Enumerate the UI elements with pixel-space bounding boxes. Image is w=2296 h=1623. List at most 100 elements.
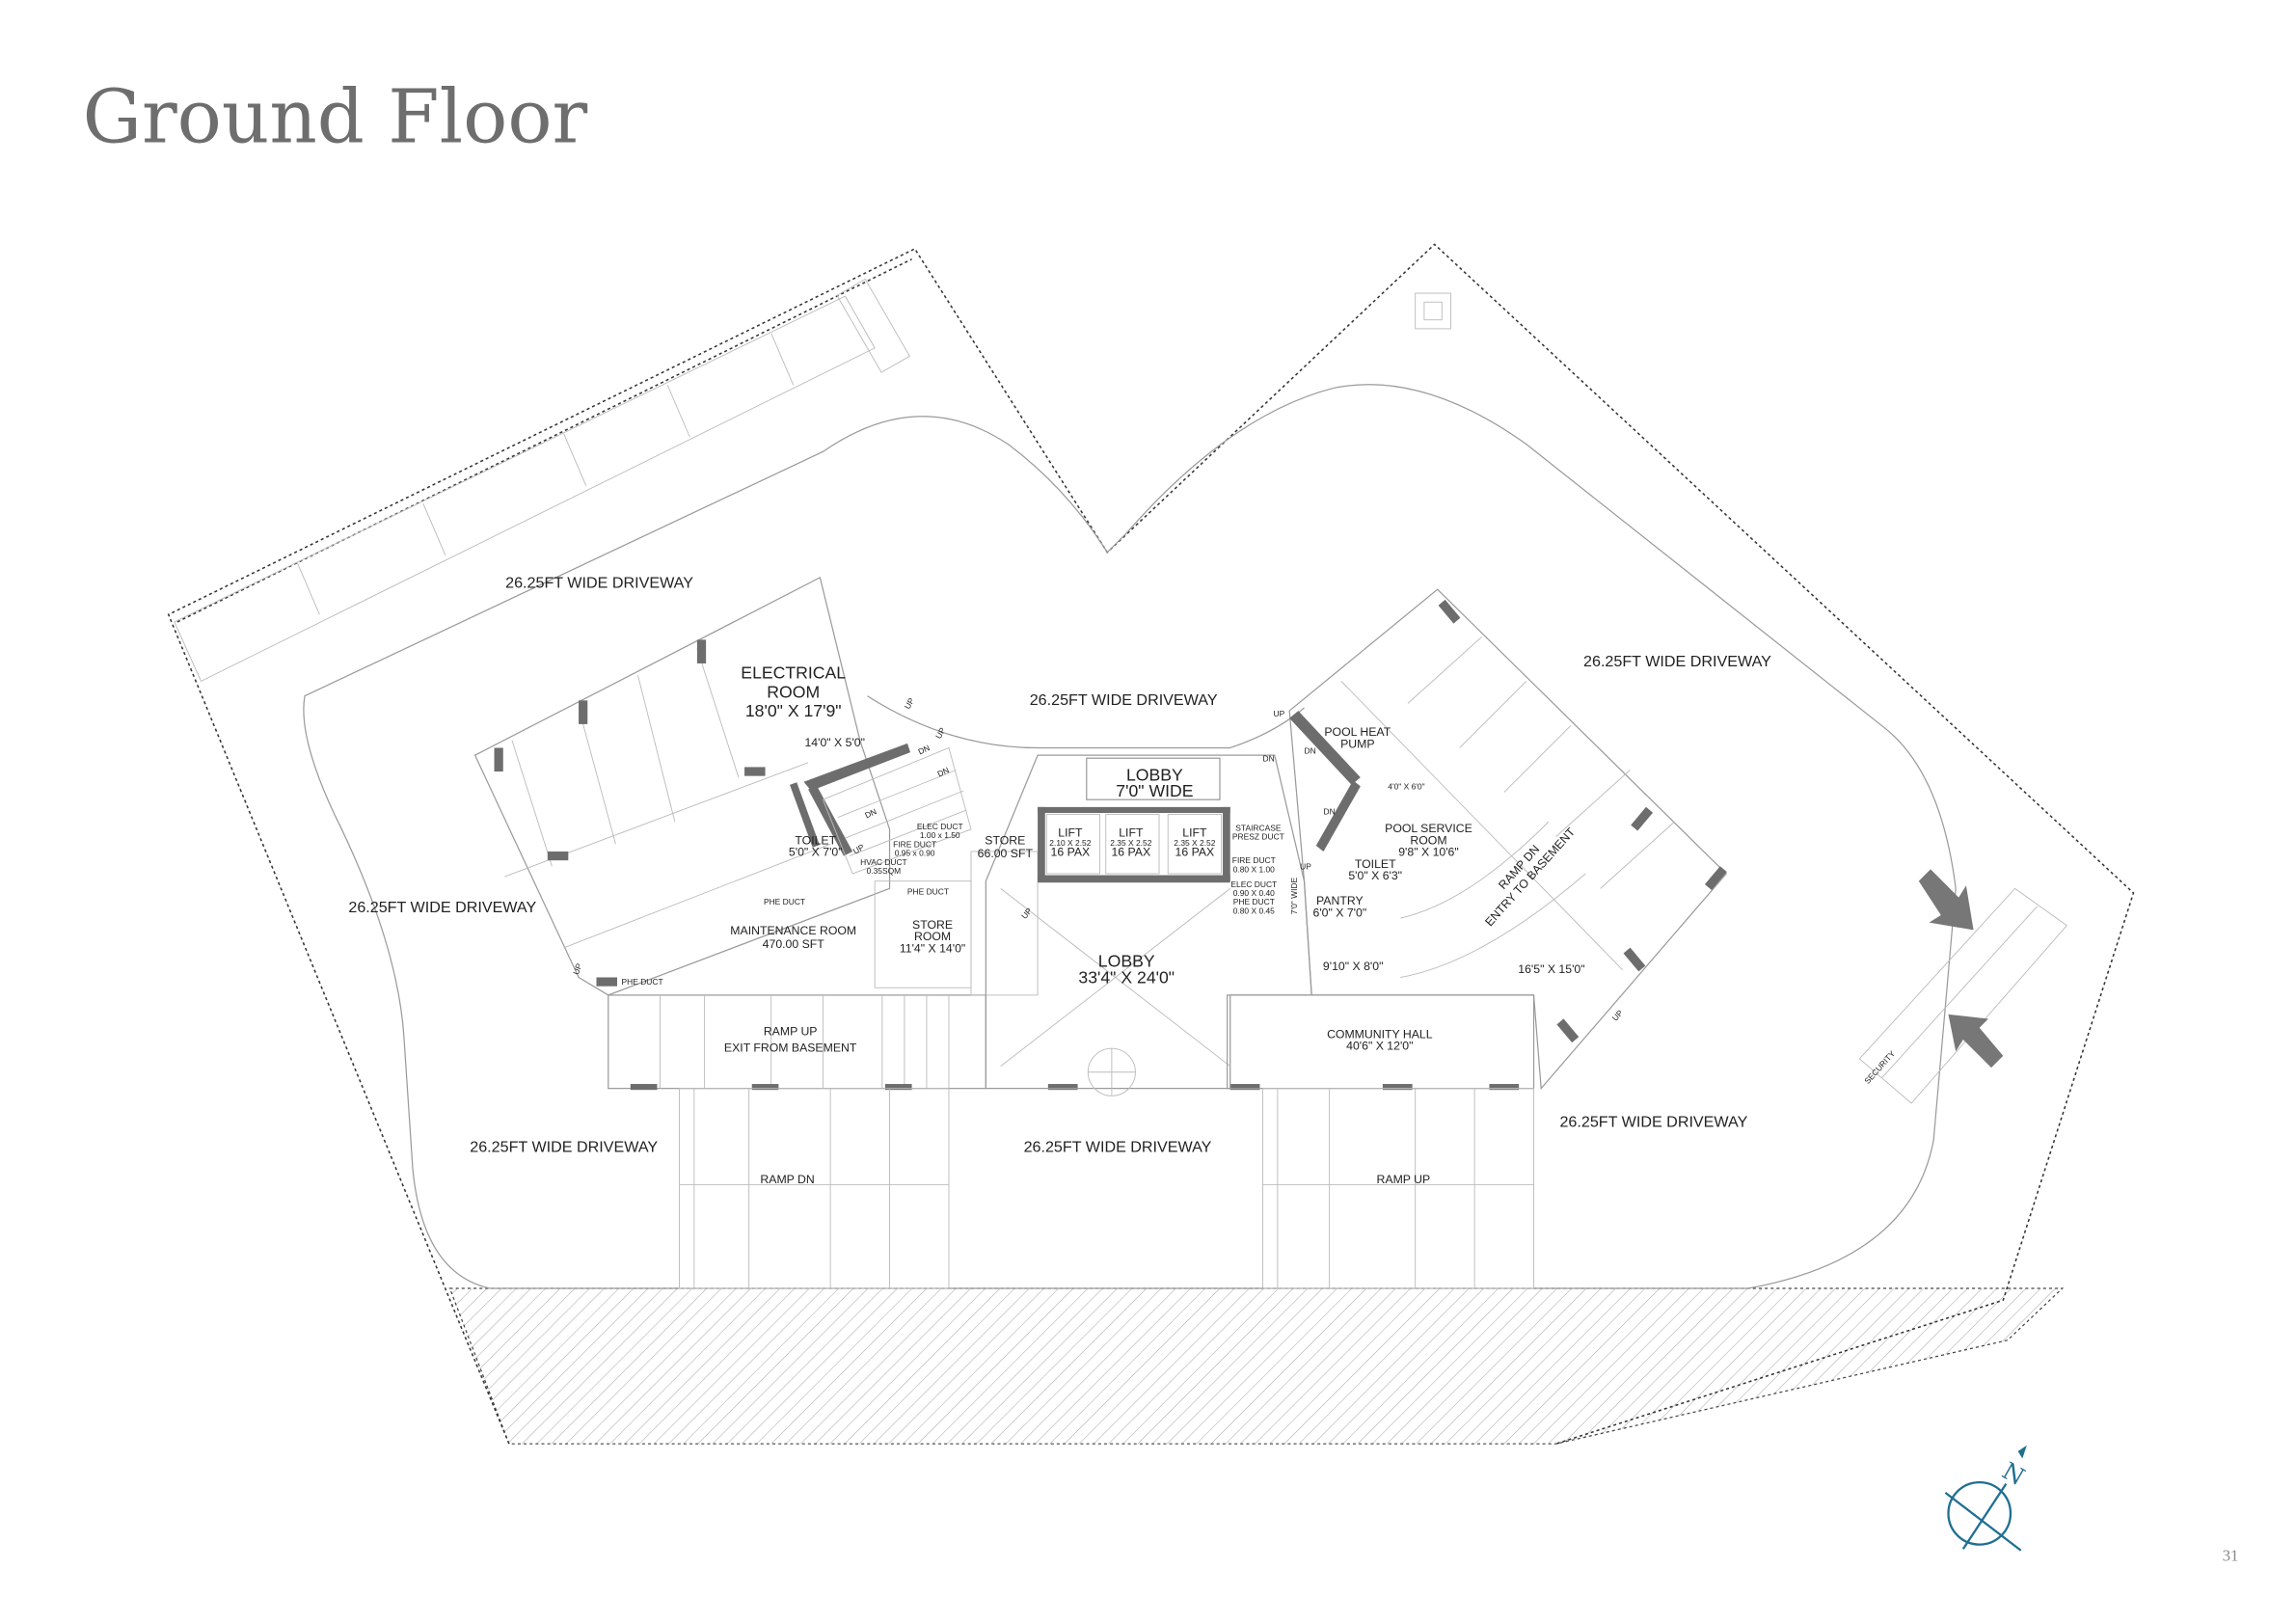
stair-up-label: UP bbox=[1610, 1008, 1626, 1023]
ramps bbox=[679, 1088, 1534, 1289]
driveway-label: 26.25FT WIDE DRIVEWAY bbox=[470, 1139, 658, 1156]
room-size: 16'5" X 15'0" bbox=[1518, 962, 1584, 976]
stair-down-label: DN bbox=[863, 806, 878, 820]
duct-label: FIRE DUCT bbox=[1232, 855, 1276, 865]
driveway-label: 26.25FT WIDE DRIVEWAY bbox=[505, 575, 693, 592]
right-wing bbox=[1227, 588, 1727, 1091]
pantry-label: PANTRY bbox=[1316, 894, 1364, 907]
north-compass-icon: N bbox=[1944, 1445, 2030, 1552]
left-wing bbox=[473, 576, 911, 996]
entrance-gate bbox=[1858, 887, 2068, 1104]
duct-label: PHE DUCT bbox=[1233, 897, 1275, 906]
corridor-width: 7'0" WIDE bbox=[1289, 877, 1299, 914]
toilet-label: TOILET bbox=[1355, 857, 1396, 871]
pool-service-room-label: POOL SERVICE bbox=[1385, 822, 1472, 835]
ramp-label: RAMP UP bbox=[1377, 1173, 1431, 1186]
stair-size: 14'0" X 5'0" bbox=[804, 736, 865, 749]
hatched-boundary-strip bbox=[448, 1287, 2065, 1445]
stair-up-label: UP bbox=[1019, 906, 1034, 921]
pool-service-room-size: 9'8" X 10'6" bbox=[1398, 846, 1459, 859]
lobby-width: 7'0" WIDE bbox=[1116, 781, 1193, 800]
driveway-outline bbox=[303, 384, 1957, 1289]
compass-north-label: N bbox=[1997, 1456, 2029, 1491]
room-size: 9'10" X 8'0" bbox=[1323, 960, 1384, 973]
duct-size: 0.80 X 0.45 bbox=[1233, 906, 1275, 915]
duct-size: 0.95 x 0.90 bbox=[895, 849, 935, 858]
central-band bbox=[608, 851, 1520, 1091]
lift-capacity: 16 PAX bbox=[1111, 846, 1150, 859]
driveway-label: 26.25FT WIDE DRIVEWAY bbox=[1030, 691, 1218, 709]
exit-arrow-icon bbox=[1948, 1014, 2004, 1068]
ramp-label: RAMP DN bbox=[760, 1173, 814, 1186]
main-lobby-size: 33'4" X 24'0" bbox=[1078, 968, 1175, 987]
store-label: STORE bbox=[985, 833, 1025, 847]
lift-size: 2.10 X 2.52 bbox=[1049, 838, 1091, 848]
lobby-core bbox=[985, 754, 1312, 1096]
parking-strip bbox=[174, 278, 1451, 682]
stair-down-label: DN bbox=[1324, 807, 1336, 817]
electrical-room-size: 18'0" X 17'9" bbox=[745, 701, 842, 720]
duct-label: FIRE DUCT bbox=[893, 839, 936, 849]
pantry-size: 6'0" X 7'0" bbox=[1313, 906, 1367, 920]
lift-size: 2.35 X 2.52 bbox=[1110, 838, 1151, 848]
stair-up-label: UP bbox=[933, 725, 948, 740]
driveway-label: 26.25FT WIDE DRIVEWAY bbox=[1559, 1114, 1747, 1131]
duct-label: HVAC DUCT bbox=[860, 857, 907, 867]
duct-label: ELEC DUCT bbox=[917, 822, 963, 831]
entry-arrow-icon bbox=[1918, 869, 1974, 931]
driveway-label: 26.25FT WIDE DRIVEWAY bbox=[1024, 1139, 1212, 1156]
stair-down-label: DN bbox=[916, 743, 931, 756]
community-hall-size: 40'6" X 12'0" bbox=[1346, 1040, 1413, 1053]
store-size: 66.00 SFT bbox=[978, 847, 1034, 860]
duct-label: ELEC DUCT bbox=[1230, 879, 1277, 889]
electrical-room-label: ROOM bbox=[767, 682, 820, 701]
page-number: 31 bbox=[2223, 1547, 2239, 1565]
store-room-label: ROOM bbox=[914, 930, 951, 943]
room-size: 4'0" X 6'0" bbox=[1388, 781, 1424, 791]
stair-up-label: UP bbox=[903, 696, 917, 711]
electrical-room-label: ELECTRICAL bbox=[741, 663, 846, 682]
duct-label: PHE DUCT bbox=[622, 977, 663, 987]
stair-up-label: UP bbox=[571, 961, 584, 976]
driveway-label: 26.25FT WIDE DRIVEWAY bbox=[1583, 653, 1771, 670]
stair-up-label: UP bbox=[1274, 709, 1285, 718]
store-room-label: STORE bbox=[912, 918, 953, 932]
stair-down-label: DN bbox=[1305, 746, 1316, 756]
stair-up-label: UP bbox=[1300, 861, 1311, 871]
store-room-size: 11'4" X 14'0" bbox=[900, 941, 965, 955]
maintenance-room-label: MAINTENANCE ROOM bbox=[730, 924, 856, 937]
duct-label: PHE DUCT bbox=[907, 886, 949, 896]
toilet-size: 5'0" X 7'0" bbox=[789, 846, 843, 859]
pool-heat-pump-label: PUMP bbox=[1340, 737, 1374, 750]
pool-service-room-label: ROOM bbox=[1410, 833, 1446, 847]
lift-label: LIFT bbox=[1058, 826, 1083, 840]
maintenance-room-size: 470.00 SFT bbox=[763, 937, 825, 951]
toilet-size: 5'0" X 6'3" bbox=[1348, 869, 1402, 882]
stair-up-label: UP bbox=[851, 842, 866, 856]
duct-label: PHE DUCT bbox=[764, 897, 805, 906]
duct-size: 0.80 X 1.00 bbox=[1233, 864, 1275, 874]
lift-label: LIFT bbox=[1182, 826, 1207, 840]
lift-capacity: 16 PAX bbox=[1051, 846, 1091, 859]
lift-size: 2.35 X 2.52 bbox=[1174, 838, 1215, 848]
lobby-label: LOBBY bbox=[1126, 765, 1183, 784]
duct-size: 0.35SQM bbox=[867, 866, 902, 876]
left-staircase bbox=[822, 746, 972, 875]
pool-heat-pump-label: POOL HEAT bbox=[1324, 725, 1391, 739]
driveway-label: 26.25FT WIDE DRIVEWAY bbox=[348, 899, 536, 916]
main-lobby-label: LOBBY bbox=[1098, 952, 1155, 971]
stair-down-label: DN bbox=[1263, 753, 1275, 763]
ramp-label: RAMP UP bbox=[764, 1024, 818, 1038]
toilet-label: TOILET bbox=[795, 833, 836, 847]
duct-size: 1.00 x 1.50 bbox=[920, 830, 960, 840]
site-boundary bbox=[167, 243, 2135, 1445]
stair-down-label: DN bbox=[935, 765, 950, 778]
lift-capacity: 16 PAX bbox=[1175, 846, 1215, 859]
page-title: Ground Floor bbox=[83, 74, 588, 160]
ramp-label: EXIT FROM BASEMENT bbox=[724, 1041, 857, 1054]
duct-label: PRESZ DUCT bbox=[1232, 832, 1284, 842]
community-hall-label: COMMUNITY HALL bbox=[1327, 1027, 1433, 1041]
duct-size: 0.90 X 0.40 bbox=[1233, 888, 1275, 898]
room-labels: 26.25FT WIDE DRIVEWAY 26.25FT WIDE DRIVE… bbox=[348, 575, 1897, 1186]
